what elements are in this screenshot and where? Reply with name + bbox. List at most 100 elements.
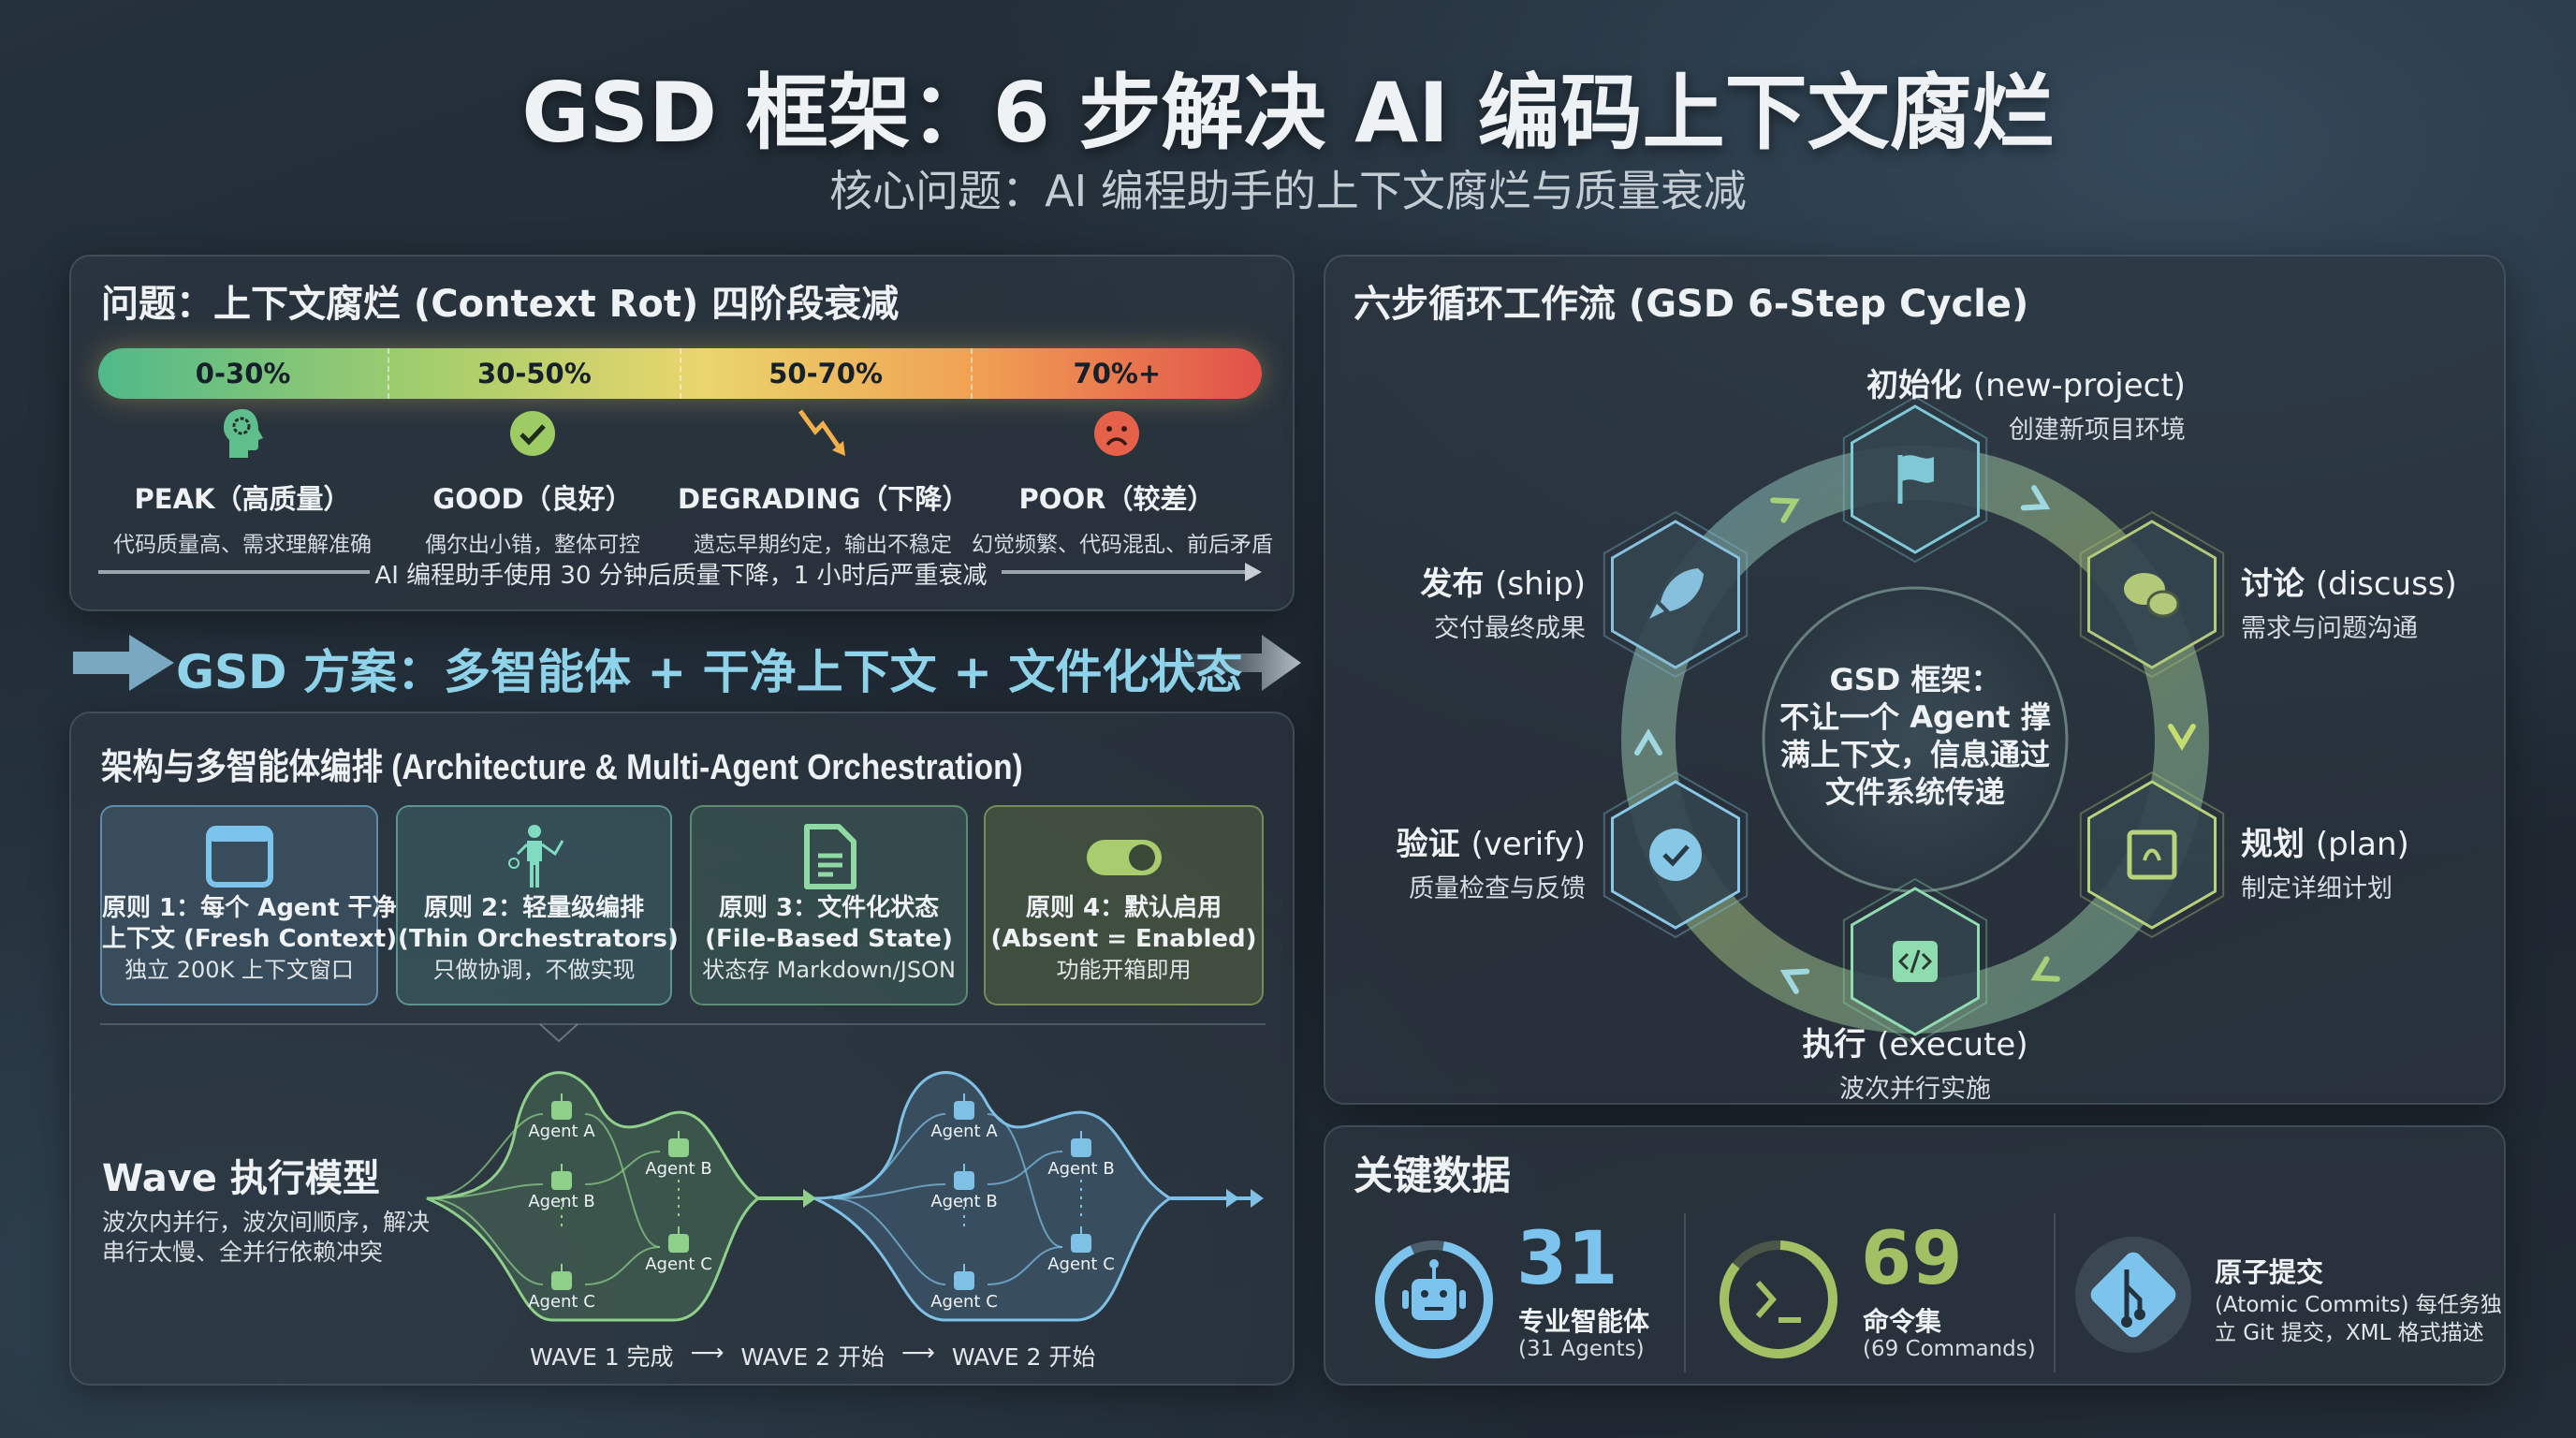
step-desc: 创建新项目环境 (2008, 416, 2186, 445)
principle-subtitle: 上下文 (Fresh Context) (102, 925, 398, 953)
agent-label: Agent B (645, 1159, 711, 1179)
agent-node: Agent C (645, 1226, 712, 1274)
range-label: 0-30% (98, 348, 390, 399)
step-name: 验证 (1396, 826, 1460, 863)
architecture-panel (69, 712, 1295, 1386)
agents-sub: (31 Agents) (1518, 1337, 1645, 1361)
conductor-icon (507, 825, 564, 888)
wave-link (987, 1151, 1063, 1185)
wave-link (584, 1151, 661, 1185)
cycle-step-discuss (2079, 510, 2225, 679)
agent-label: Agent A (930, 1122, 998, 1141)
stage-desc: 幻觉频繁、代码混乱、前后矛盾 (972, 533, 1273, 557)
cycle-step-ship (1603, 510, 1749, 679)
cards-divider (100, 1023, 1266, 1043)
arrow-icon: ⟶ (900, 1339, 935, 1366)
step-label-execute: 执行 (execute) 波次并行实施 (1728, 1019, 2102, 1105)
step-name: 初始化 (1866, 367, 1962, 404)
blueprint-icon (2127, 829, 2177, 880)
wave-link (832, 1113, 946, 1199)
principle-subtitle: (Absent = Enabled) (990, 925, 1257, 953)
wave-link (987, 1113, 1063, 1248)
cycle-step-plan (2079, 770, 2225, 939)
step-name: 规划 (2241, 826, 2305, 863)
solution-arrows (73, 635, 1301, 691)
page-subtitle: 核心问题：AI 编程助手的上下文腐烂与质量衰减 (829, 166, 1747, 216)
chevron-icon (2020, 485, 2051, 511)
cycle-step-new-project (1842, 395, 1988, 564)
range-label: 70%+ (1073, 358, 1162, 389)
step-en: (new-project) (1972, 367, 2186, 404)
robot-icon (668, 1234, 689, 1253)
step-name: 执行 (1802, 1026, 1866, 1064)
wave-diagram: Agent A Agent B Agent C Agent B Agent C Agent… (426, 1071, 1264, 1322)
wave-footer: WAVE 1 完成⟶ WAVE 2 开始⟶ WAVE 2 开始 (530, 1339, 1095, 1372)
cycle-step-execute (1842, 877, 1988, 1046)
step-en: (verify) (1471, 826, 1587, 863)
agent-node: Agent B (645, 1131, 712, 1179)
commands-label: 命令集 (1863, 1306, 1942, 1337)
step-label-discuss: 讨论 (discuss)需求与问题沟通 (2241, 558, 2457, 644)
step-desc: 质量检查与反馈 (1409, 874, 1586, 903)
wave-link (832, 1197, 946, 1285)
center-line: 满上下文，信息通过 (1779, 737, 2050, 772)
chevron-icon (1770, 497, 1800, 523)
step-name: 讨论 (2241, 565, 2305, 603)
commits-desc: 立 Git 提交，XML 格式描述 (2215, 1321, 2484, 1345)
agent-label: Agent A (528, 1122, 595, 1141)
robot-icon (1071, 1138, 1091, 1157)
robot-icon (551, 1171, 572, 1190)
head-gear-icon (97, 403, 388, 464)
step-label-verify: 验证 (verify) 质量检查与反馈 (1397, 818, 1586, 904)
context-rot-footnote: AI 编程助手使用 30 分钟后质量下降，1 小时后严重衰减 (374, 562, 988, 590)
step-en: (plan) (2315, 826, 2409, 863)
chevron-icon (2168, 724, 2196, 751)
robot-icon (1071, 1234, 1091, 1253)
architecture-title: 架构与多智能体编排 (Architecture & Multi-Agent Or… (101, 748, 1023, 787)
step-desc: 制定详细计划 (2241, 874, 2393, 903)
agent-label: Agent C (528, 1292, 595, 1312)
principle-card-file-based-state: 原则 3：文件化状态 (File-Based State) 状态存 Markdo… (690, 805, 968, 1005)
robot-icon (954, 1101, 974, 1120)
step-en: (execute) (1877, 1026, 2028, 1064)
wave-1-blob (426, 1071, 761, 1322)
principle-title: 原则 4：默认启用 (1025, 894, 1222, 922)
agents-label: 专业智能体 (1518, 1306, 1650, 1337)
cycle-center-text: GSD 框架： 不让一个 Agent 撑 满上下文，信息通过 文件系统传递 (1728, 661, 2102, 811)
stage-good: GOOD（良好） 偶尔出小错，整体可控 (388, 403, 678, 558)
robot-icon (551, 1101, 572, 1120)
code-icon (1893, 941, 1938, 982)
stage-degrading: DEGRADING（下降） 遗忘早期约定，输出不稳定 (678, 403, 970, 558)
stage-desc: 遗忘早期约定，输出不稳定 (694, 533, 952, 557)
stats-divider (1684, 1213, 1686, 1372)
context-rot-title: 问题：上下文腐烂 (Context Rot) 四阶段衰减 (101, 283, 900, 326)
agent-label: Agent C (930, 1292, 998, 1312)
wave-step: WAVE 2 开始 (951, 1343, 1096, 1371)
step-en: (ship) (1495, 565, 1586, 603)
agent-node: Agent A (528, 1093, 595, 1141)
principle-desc: 状态存 Markdown/JSON (702, 957, 956, 983)
agent-node: Agent C (930, 1264, 998, 1312)
wave-desc: 波次内并行，波次间顺序，解决 (102, 1209, 431, 1236)
wave-link (584, 1246, 661, 1285)
robot-icon (954, 1271, 974, 1290)
step-name: 发布 (1420, 565, 1485, 603)
stage-desc: 偶尔出小错，整体可控 (425, 533, 640, 557)
agents-count: 31 (1516, 1217, 1618, 1301)
principle-desc: 功能开箱即用 (1056, 957, 1192, 983)
agent-node: Agent B (528, 1164, 595, 1211)
agent-node: Agent B (1047, 1131, 1115, 1179)
cycle-step-verify (1603, 770, 1749, 939)
check-circle-icon (1649, 829, 1702, 881)
context-usage-bar: 0-30% 30-50% 50-70% 70%+ (98, 348, 1262, 399)
solution-banner: GSD 方案：多智能体 + 干净上下文 + 文件化状态 (176, 645, 1243, 699)
step-desc: 波次并行实施 (1839, 1075, 1991, 1104)
stage-name: DEGRADING（下降） (678, 483, 970, 515)
check-circle-icon (388, 403, 678, 464)
agent-node: Agent A (930, 1093, 998, 1141)
step-label-new-project: 初始化 (new-project) 创建新项目环境 (1866, 360, 2186, 446)
principle-card-fresh-context: 原则 1：每个 Agent 干净 上下文 (Fresh Context) 独立 … (100, 805, 398, 1005)
principle-desc: 独立 200K 上下文窗口 (124, 957, 354, 983)
stage-desc: 代码质量高、需求理解准确 (113, 533, 372, 557)
rocket-icon (1649, 568, 1704, 619)
